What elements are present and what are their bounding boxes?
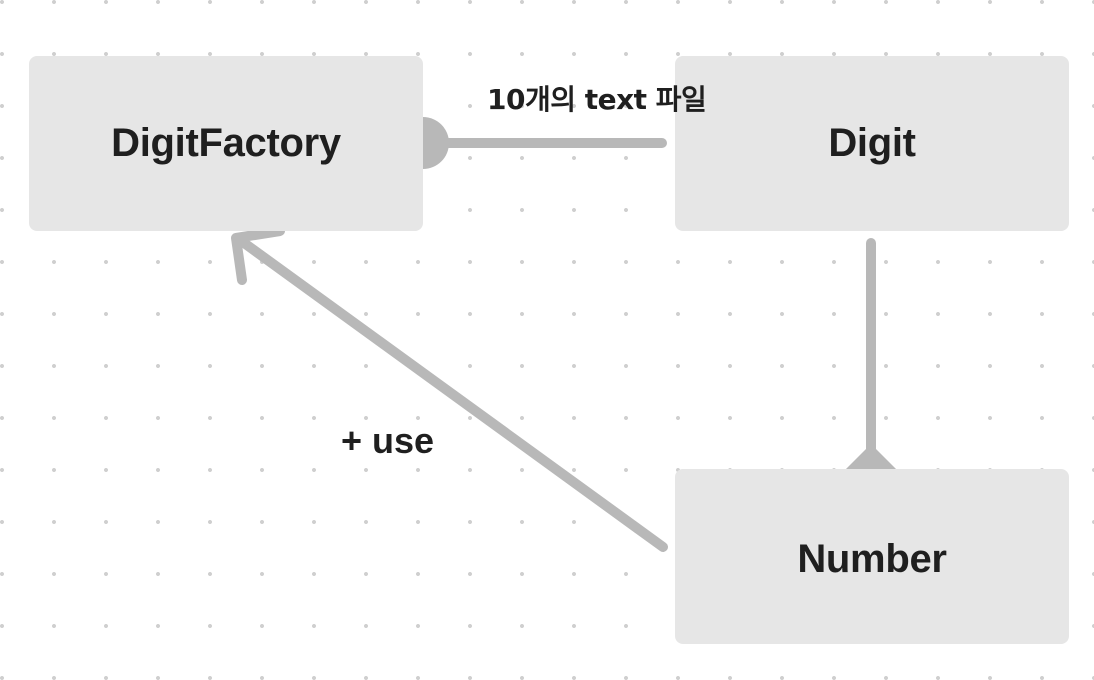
node-number[interactable]: Number <box>675 469 1069 644</box>
node-digit-label: Digit <box>828 121 916 165</box>
node-digitfactory-label: DigitFactory <box>111 121 341 165</box>
edge-number-factory-label[interactable]: + use <box>341 420 435 461</box>
node-digit[interactable]: Digit <box>675 56 1069 231</box>
node-number-label: Number <box>797 537 947 581</box>
edge-factory-digit-label[interactable]: 10개의 text 파일 <box>487 83 707 116</box>
edge-number-factory-line[interactable] <box>235 235 668 552</box>
node-digitfactory[interactable]: DigitFactory <box>29 56 423 231</box>
edge-number-factory-arrowhead <box>231 226 285 285</box>
